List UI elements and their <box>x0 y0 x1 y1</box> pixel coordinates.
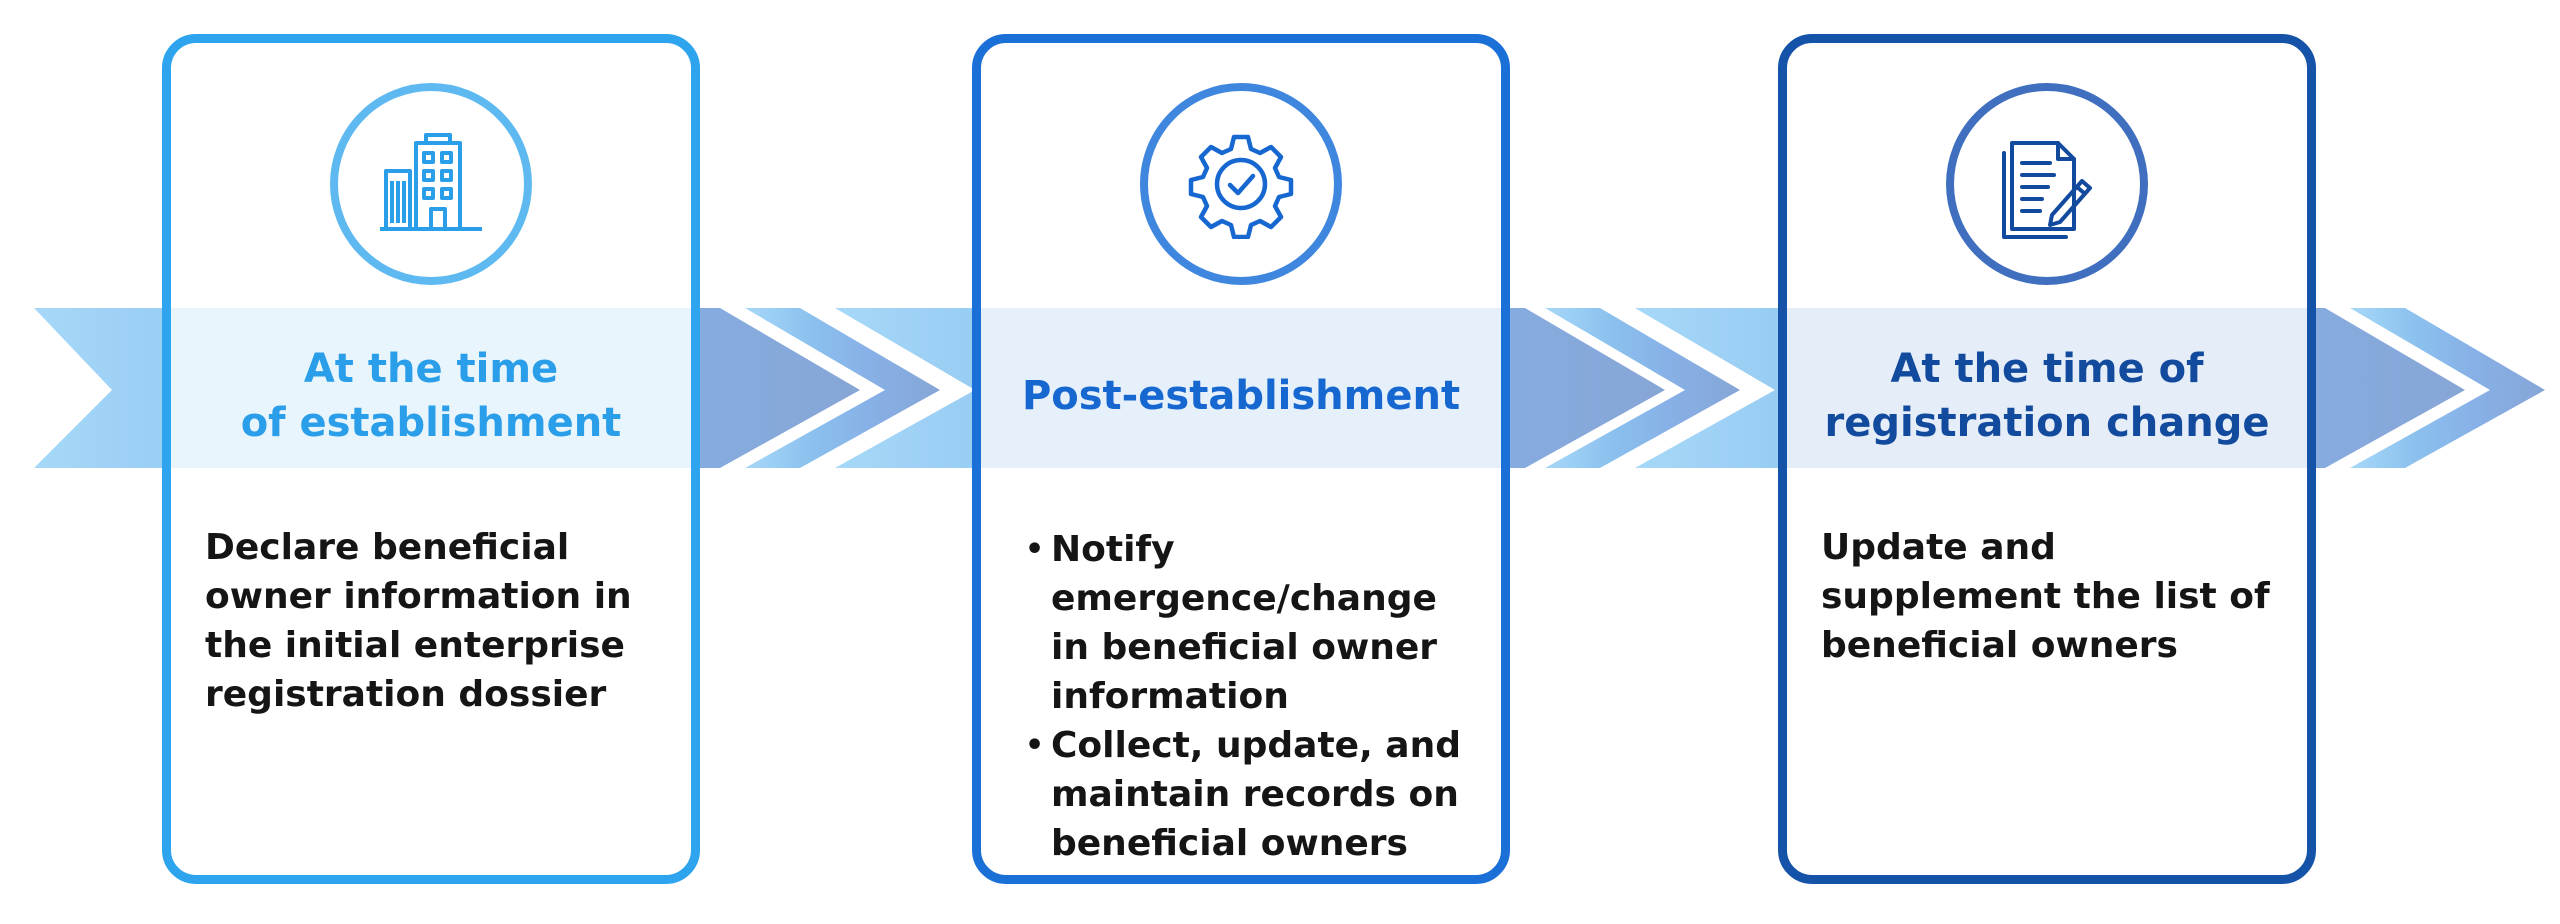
stage-card-registration-change: At the time of registration change Updat… <box>1778 34 2316 884</box>
stage-description: Notify emergence/change in beneficial ow… <box>1025 525 1477 868</box>
stage-title: At the time of registration change <box>1824 346 2270 446</box>
stage-card-establishment: At the time of establishment Declare ben… <box>162 34 700 884</box>
document-edit-icon <box>2002 141 2092 239</box>
flow-chevron-1a <box>745 308 940 468</box>
list-item: Notify emergence/change in beneficial ow… <box>1025 525 1477 721</box>
stage-title: At the time of establishment <box>240 346 622 446</box>
stage-title: Post-establishment <box>1021 373 1461 419</box>
stage-card-post-establishment: Post-establishment Notify emergence/chan… <box>972 34 1510 884</box>
stage-description: Declare beneficial owner information in … <box>205 527 632 715</box>
band-highlight-1 <box>171 308 691 468</box>
building-icon <box>380 133 482 231</box>
stage-icon-ring <box>1946 83 2148 285</box>
flow-chevron-3a <box>2350 308 2545 468</box>
band-highlight-3 <box>1787 308 2307 468</box>
list-item: Collect, update, and maintain records on… <box>1025 721 1477 868</box>
gear-check-icon <box>1188 134 1294 239</box>
stage-bullet-list: Notify emergence/change in beneficial ow… <box>1025 525 1477 868</box>
band-highlight-2 <box>981 308 1501 468</box>
stage-description: Update and supplement the list of benefi… <box>1821 527 2270 666</box>
flow-chevron-2a <box>1545 308 1740 468</box>
stage-icon-ring <box>1140 83 1342 285</box>
stage-icon-ring <box>330 83 532 285</box>
